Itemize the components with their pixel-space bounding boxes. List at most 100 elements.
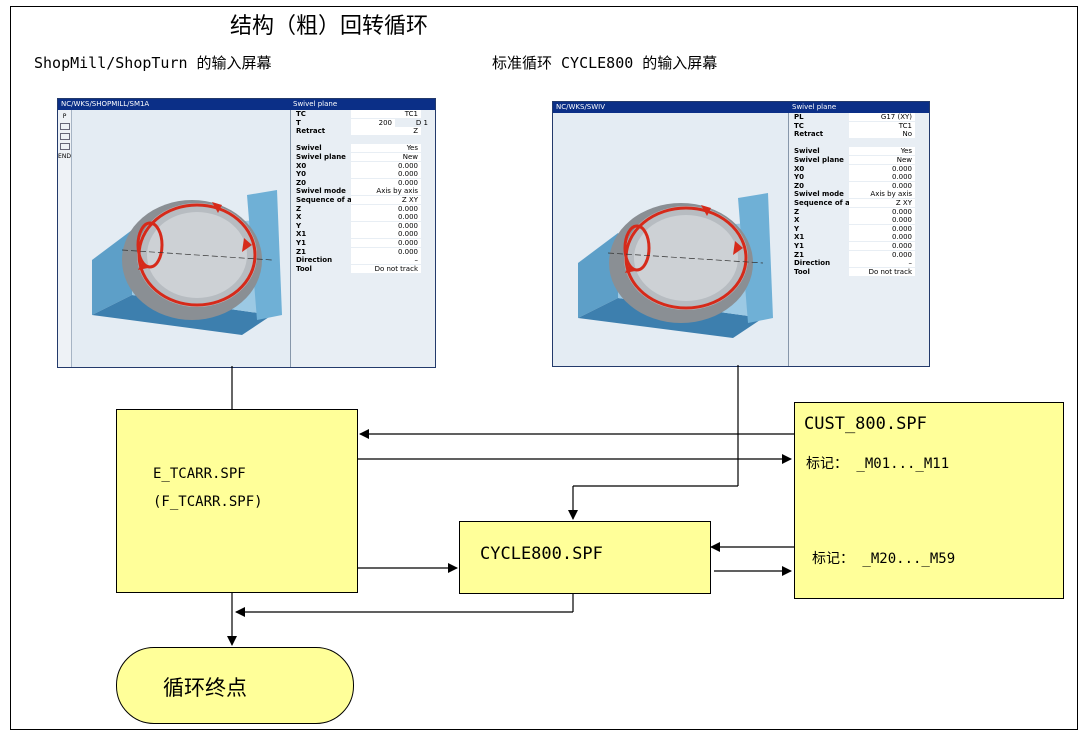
parameter-extra: D 1 bbox=[415, 118, 428, 127]
screen-path: NC/WKS/SHOPMILL/SM1A bbox=[58, 99, 290, 110]
parameter-value[interactable]: Yes bbox=[351, 144, 421, 153]
parameter-row: X 0.000 bbox=[291, 213, 435, 222]
parameter-value[interactable]: Z XY bbox=[849, 198, 915, 207]
parameter-value[interactable]: TC1 bbox=[849, 121, 915, 130]
parameter-value[interactable]: 0.000 bbox=[849, 181, 915, 190]
parameter-row: Retract Z bbox=[291, 127, 435, 136]
swivel-table-illustration bbox=[72, 110, 290, 367]
etcarr-label: E_TCARR.SPF bbox=[153, 466, 246, 482]
parameter-row: Direction– bbox=[291, 256, 435, 265]
parameter-label: Retract bbox=[296, 127, 326, 136]
parameter-label: Sequence of axe: bbox=[296, 195, 364, 204]
swivel-table-illustration bbox=[553, 113, 789, 366]
parameter-value[interactable]: 0.000 bbox=[351, 204, 421, 213]
parameter-value[interactable]: 0.000 bbox=[849, 250, 915, 259]
parameter-label: Tool bbox=[794, 267, 810, 276]
parameter-value[interactable]: 0.000 bbox=[351, 213, 421, 222]
softkey-sidebar: P END bbox=[58, 110, 72, 367]
parameter-label: Y0 bbox=[794, 173, 804, 182]
parameter-label: Z bbox=[296, 204, 302, 213]
parameter-value[interactable]: TC1 bbox=[351, 110, 421, 118]
parameter-label: X bbox=[296, 213, 302, 222]
parameter-value[interactable]: 0.000 bbox=[849, 207, 915, 216]
cycle-end-label: 循环终点 bbox=[163, 676, 247, 700]
parameter-label: T bbox=[296, 118, 301, 127]
cust-marker-range-1: 标记： _M01..._M11 bbox=[806, 456, 950, 472]
parameter-value[interactable]: 0.000 bbox=[849, 173, 915, 182]
screen-panel-title: Swivel plane bbox=[789, 102, 929, 113]
parameter-label: Z1 bbox=[794, 250, 804, 259]
parameter-value[interactable]: Axis by axis bbox=[351, 187, 421, 196]
parameter-value[interactable]: 0.000 bbox=[849, 164, 915, 173]
parameter-value[interactable]: 0.000 bbox=[351, 230, 421, 239]
parameter-row: Sequence of axe:Z XY bbox=[789, 198, 929, 208]
parameter-row: Retract No bbox=[789, 130, 929, 139]
parameter-value[interactable]: Z XY bbox=[351, 195, 421, 204]
parameter-label: Tool bbox=[296, 264, 312, 273]
parameter-row: Tool Do not track bbox=[789, 267, 929, 277]
parameter-row: Z 0.000 bbox=[291, 204, 435, 214]
parameter-value[interactable]: – bbox=[849, 259, 915, 268]
parameter-value[interactable]: 0.000 bbox=[351, 247, 421, 256]
parameter-label: X1 bbox=[296, 230, 307, 239]
parameter-value[interactable]: – bbox=[351, 256, 421, 265]
parameter-label: TC bbox=[794, 121, 804, 130]
parameter-value[interactable]: New bbox=[849, 155, 915, 164]
parameter-value[interactable]: 0.000 bbox=[849, 233, 915, 242]
parameter-row: Tool Do not track bbox=[291, 264, 435, 274]
etcarr-box bbox=[116, 409, 358, 593]
parameter-row: Z1 0.000 bbox=[789, 250, 929, 260]
cust800-box bbox=[794, 402, 1064, 599]
parameter-value[interactable]: Axis by axis bbox=[849, 190, 915, 199]
right-caption: 标准循环 CYCLE800 的输入屏幕 bbox=[492, 54, 718, 72]
parameter-label: Sequence of axe: bbox=[794, 198, 862, 207]
screen-path: NC/WKS/SWIV bbox=[553, 102, 789, 113]
parameter-value[interactable]: 0.000 bbox=[351, 178, 421, 187]
parameter-row: Direction – bbox=[789, 259, 929, 268]
ftcarr-label: (F_TCARR.SPF) bbox=[153, 494, 263, 510]
parameter-value[interactable]: Z bbox=[351, 127, 421, 136]
parameter-label: Y1 bbox=[296, 238, 306, 247]
parameter-label: Direction bbox=[794, 259, 831, 268]
parameter-value[interactable]: 0.000 bbox=[351, 161, 421, 170]
parameter-label: Z bbox=[794, 207, 800, 216]
parameter-value[interactable]: 0.000 bbox=[849, 241, 915, 250]
parameter-row: Swivel Yes bbox=[789, 147, 929, 156]
parameter-value[interactable]: 0.000 bbox=[849, 224, 915, 233]
parameter-value[interactable]: 0.000 bbox=[351, 221, 421, 230]
parameter-label: Swivel plane bbox=[794, 155, 844, 164]
cycle-end-terminator bbox=[116, 647, 354, 724]
parameter-value[interactable]: 0.000 bbox=[849, 216, 915, 225]
screen-panel-title: Swivel plane bbox=[290, 99, 435, 110]
cust800-label: CUST_800.SPF bbox=[804, 414, 927, 434]
parameter-value[interactable]: 0.000 bbox=[351, 170, 421, 179]
parameter-value[interactable]: Yes bbox=[849, 147, 915, 156]
parameter-row: TC TC1 bbox=[789, 121, 929, 131]
parameter-label: Y0 bbox=[296, 170, 306, 179]
parameter-value[interactable]: Do not track bbox=[351, 264, 421, 273]
parameter-value[interactable]: 0.000 bbox=[351, 238, 421, 247]
diagram-frame bbox=[10, 6, 1078, 730]
parameter-value[interactable]: No bbox=[849, 130, 915, 139]
parameter-value[interactable]: 200 bbox=[351, 118, 395, 127]
parameter-row: Y0 0.000 bbox=[789, 173, 929, 182]
parameter-label: Swivel bbox=[794, 147, 820, 156]
cycle800-label: CYCLE800.SPF bbox=[480, 544, 603, 564]
parameter-value[interactable]: G17 (XY) bbox=[849, 113, 915, 121]
parameter-value[interactable]: New bbox=[351, 152, 421, 161]
parameter-value[interactable]: Do not track bbox=[849, 267, 915, 276]
parameter-label: Retract bbox=[794, 130, 824, 139]
shopmill-input-screen: NC/WKS/SHOPMILL/SM1A Swivel plane P END … bbox=[57, 98, 436, 368]
